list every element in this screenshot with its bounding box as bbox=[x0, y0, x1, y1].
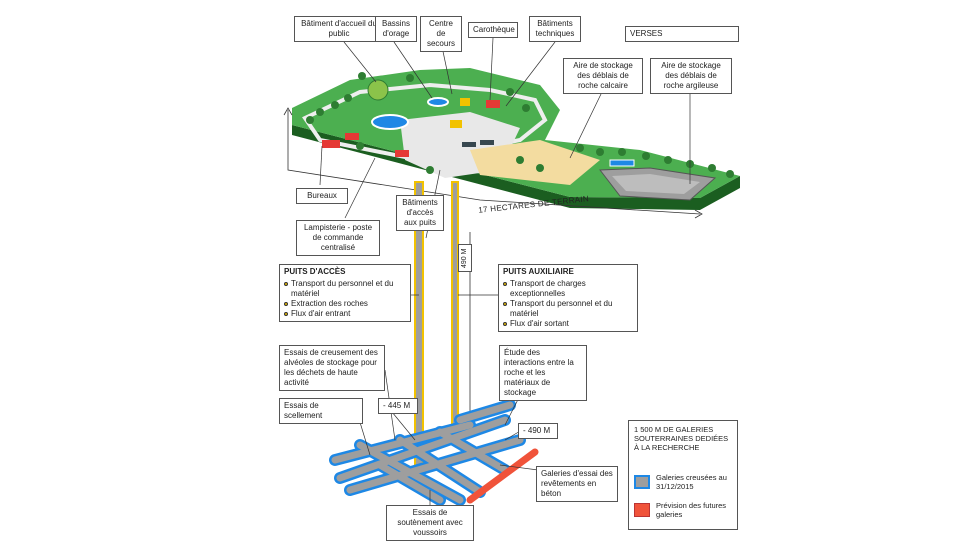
building bbox=[486, 100, 500, 108]
legend-item-future: Prévision des futures galeries bbox=[634, 501, 737, 519]
hectares-arrow bbox=[283, 107, 703, 219]
gallery bbox=[356, 441, 464, 504]
building bbox=[322, 140, 340, 148]
list-item: Transport du personnel et du matériel bbox=[503, 299, 633, 319]
building bbox=[480, 140, 494, 145]
galleries bbox=[329, 399, 539, 506]
label-bureaux: Bureaux bbox=[296, 188, 348, 204]
list-item: Flux d'air sortant bbox=[503, 319, 633, 329]
list-item: Extraction des roches bbox=[284, 299, 406, 309]
legend-swatch-future bbox=[634, 503, 650, 517]
water-basin bbox=[427, 97, 449, 107]
surface-site bbox=[292, 68, 740, 210]
label-bassins: Bassins d'orage bbox=[375, 16, 417, 42]
legend-title: 1 500 M DE GALERIES SOUTERRAINES DEDIÉES… bbox=[634, 425, 729, 452]
label-accueil: Bâtiment d'accueil du public bbox=[294, 16, 384, 42]
label-stock-calcaire: Aire de stockage des déblais de roche ca… bbox=[563, 58, 643, 94]
label-secours: Centre de secours bbox=[420, 16, 462, 52]
label-depth-shaft: 490 M bbox=[458, 244, 472, 272]
calcaire-storage-area bbox=[470, 140, 600, 185]
label-stock-argileuse: Aire de stockage des déblais de roche ar… bbox=[650, 58, 732, 94]
label-acces-puits: Bâtiments d'accès aux puits bbox=[396, 195, 444, 231]
label-verses: VERSES bbox=[625, 26, 739, 42]
building bbox=[460, 98, 470, 106]
trees bbox=[306, 72, 734, 178]
legend-label-existing: Galeries creusées au 31/12/2015 bbox=[656, 473, 727, 491]
label-depth-490: - 490 M bbox=[518, 423, 558, 439]
panel-puits-acces-title: PUITS D'ACCÈS bbox=[284, 267, 346, 276]
gallery bbox=[336, 416, 509, 482]
building bbox=[462, 142, 476, 147]
auxiliary-shaft bbox=[451, 181, 459, 433]
label-techniques: Bâtiments techniques bbox=[529, 16, 581, 42]
label-creusement: Essais de creusement des alvéoles de sto… bbox=[279, 345, 385, 391]
gallery bbox=[456, 401, 514, 424]
label-revetements: Galeries d'essai des revêtements en béto… bbox=[536, 466, 618, 502]
label-interactions: Étude des interactions entre la roche et… bbox=[499, 345, 587, 401]
gallery bbox=[396, 436, 484, 496]
argileuse-storage-inner bbox=[612, 174, 700, 194]
list-item: Flux d'air entrant bbox=[284, 309, 406, 319]
panel-puits-acces: PUITS D'ACCÈS Transport du personnel et … bbox=[279, 264, 411, 322]
label-scellement: Essais de scellement bbox=[279, 398, 363, 424]
legend: 1 500 M DE GALERIES SOUTERRAINES DEDIÉES… bbox=[628, 420, 738, 530]
building bbox=[395, 150, 409, 157]
label-carotheque: Carothèque bbox=[468, 22, 518, 38]
label-soutenement: Essais de soutènement avec voussoirs bbox=[386, 505, 474, 541]
future-gallery bbox=[466, 448, 539, 504]
legend-swatch-existing bbox=[634, 475, 650, 489]
label-lampisterie: Lampisterie - poste de commande centrali… bbox=[296, 220, 380, 256]
reception-building bbox=[367, 79, 389, 101]
gallery bbox=[436, 428, 509, 474]
label-depth-445: - 445 M bbox=[378, 398, 418, 414]
legend-item-existing: Galeries creusées au 31/12/2015 bbox=[634, 473, 737, 491]
list-item: Transport du personnel et du matériel bbox=[284, 279, 406, 299]
building bbox=[345, 133, 359, 140]
panel-puits-aux-title: PUITS AUXILIAIRE bbox=[503, 267, 574, 276]
list-item: Transport de charges exceptionnelles bbox=[503, 279, 633, 299]
water-basin bbox=[371, 114, 409, 130]
water-basin bbox=[609, 159, 635, 167]
legend-label-future: Prévision des futures galeries bbox=[656, 501, 727, 519]
panel-puits-aux: PUITS AUXILIAIRE Transport de charges ex… bbox=[498, 264, 638, 332]
terrain-side bbox=[292, 108, 740, 210]
building bbox=[450, 120, 462, 128]
